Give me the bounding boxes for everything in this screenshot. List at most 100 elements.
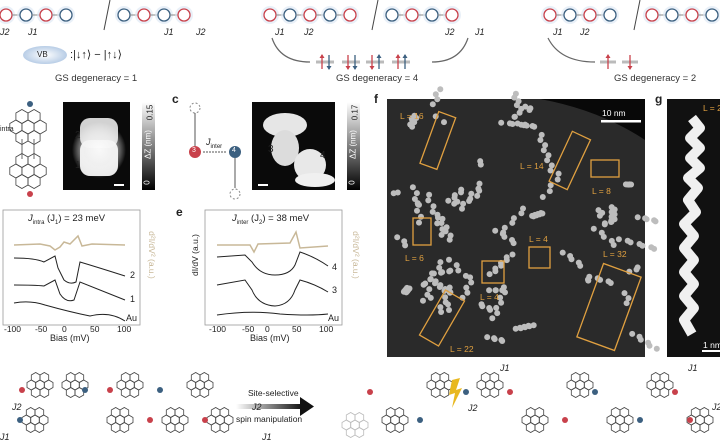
x-tick-label: 50 (90, 324, 100, 334)
molecule-blob (501, 224, 508, 231)
colorbar-max: 0.15 (145, 104, 155, 121)
hexagon-ring (385, 407, 396, 418)
hexagon-ring (570, 387, 581, 398)
molecule-blob (429, 208, 436, 215)
right-ylabel-e: d²I/dV² (a.u.) (351, 231, 361, 279)
hexagon-ring (610, 407, 621, 418)
j-symbol: J (206, 137, 211, 147)
molecule-blob (438, 309, 445, 315)
molecule-blob (575, 259, 582, 266)
molecule-blob (441, 119, 447, 126)
red-site (445, 8, 459, 22)
molecule-blob (585, 277, 592, 284)
molecule-blob (498, 299, 505, 306)
box-label: L = 4 (529, 234, 548, 244)
colorbar-b (142, 102, 155, 190)
hexagon-ring (570, 372, 581, 383)
molecule-blob (530, 322, 537, 329)
hexagon-ring (210, 407, 221, 418)
red-site (137, 8, 151, 22)
hexagon-ring (525, 407, 536, 418)
stm-image-f (387, 99, 645, 357)
hexagon-ring (190, 372, 201, 383)
box-l4b (528, 246, 551, 269)
molecule-blob (652, 218, 659, 225)
molecule-blob (639, 242, 646, 249)
molecule-blob (402, 242, 409, 249)
blue-spin-site (17, 417, 23, 423)
panel-letter-c: c (172, 92, 179, 106)
hexagon-ring (34, 407, 45, 418)
molecule-structure (9, 109, 47, 189)
red-site (0, 8, 13, 22)
molecule-blob (537, 137, 544, 143)
red-spin-site (507, 389, 513, 395)
molecule-blob (439, 226, 446, 233)
length-boxes (412, 110, 642, 352)
molecule-blob (491, 335, 497, 342)
box-label: L = 22 (450, 344, 474, 354)
hexagon-ring (394, 407, 405, 418)
hexagon-ring (129, 387, 140, 398)
red-spin-site (672, 389, 678, 395)
hexagon-ring (699, 422, 710, 433)
hexagon-ring (190, 387, 201, 398)
colorbar-min: 0 (142, 180, 152, 185)
molecule-blob (446, 307, 452, 313)
hexagon-ring (34, 422, 45, 433)
blue-spin-site (592, 389, 598, 395)
molecule-blob (468, 190, 475, 197)
ylabel-e: dI/dV (a.u.) (190, 233, 200, 277)
molecule-blob (432, 91, 439, 98)
scale-bar (702, 350, 720, 352)
scale-label-g: 1 nm (703, 340, 720, 350)
molecule-blob (486, 305, 493, 311)
lightning-icon (449, 378, 462, 408)
j-label: J2 (12, 402, 22, 412)
molecule-blob (509, 219, 516, 226)
molecule-blob (554, 176, 561, 183)
molecule-blob (498, 119, 505, 126)
molecule-blob (427, 276, 434, 282)
red-site (343, 8, 357, 22)
molecule-blob (394, 189, 401, 196)
colorbar-label: ΔZ (nm) (348, 130, 358, 159)
x-tick-label: 100 (319, 324, 334, 334)
j-label: J1 (475, 27, 485, 37)
red-site (39, 8, 53, 22)
d2-curve (217, 229, 329, 254)
t-sub: inter (236, 219, 249, 226)
x-tick-label: -100 (4, 324, 22, 334)
molecule-blob (538, 131, 545, 138)
arrowhead (402, 54, 408, 58)
hexagon-ring (480, 372, 491, 383)
molecule-blob (486, 271, 493, 278)
curve-label-4: 4 (332, 262, 338, 272)
j-label: J2 (580, 27, 590, 37)
colorbar-min: 0 (347, 180, 357, 185)
molecule-blob (637, 336, 644, 343)
j-subscript: inter (210, 143, 223, 150)
red-site (685, 8, 699, 22)
molecule-blob (653, 345, 660, 352)
molecule-blob (643, 216, 650, 223)
molecule-blob (629, 330, 636, 337)
molecule-blob (601, 221, 608, 228)
red-spin-site (27, 191, 33, 197)
hexagon-ring (120, 372, 131, 383)
molecule-blob (539, 194, 546, 200)
molecule-blob (426, 191, 433, 198)
curve-au (13, 301, 126, 322)
gs-degeneracy-4: GS degeneracy = 4 (336, 73, 419, 84)
molecule-blob (544, 157, 551, 164)
hexagon-ring (610, 422, 621, 433)
blue-site (157, 8, 171, 22)
molecule-blob (439, 215, 446, 222)
molecule-blob (446, 284, 453, 291)
hexagon-ring (345, 427, 356, 438)
hexagon-ring (25, 422, 36, 433)
curve-au (216, 311, 329, 316)
x-tick-label: -50 (35, 324, 48, 334)
molecule-blob (434, 220, 441, 227)
molecule-blob (434, 96, 441, 103)
